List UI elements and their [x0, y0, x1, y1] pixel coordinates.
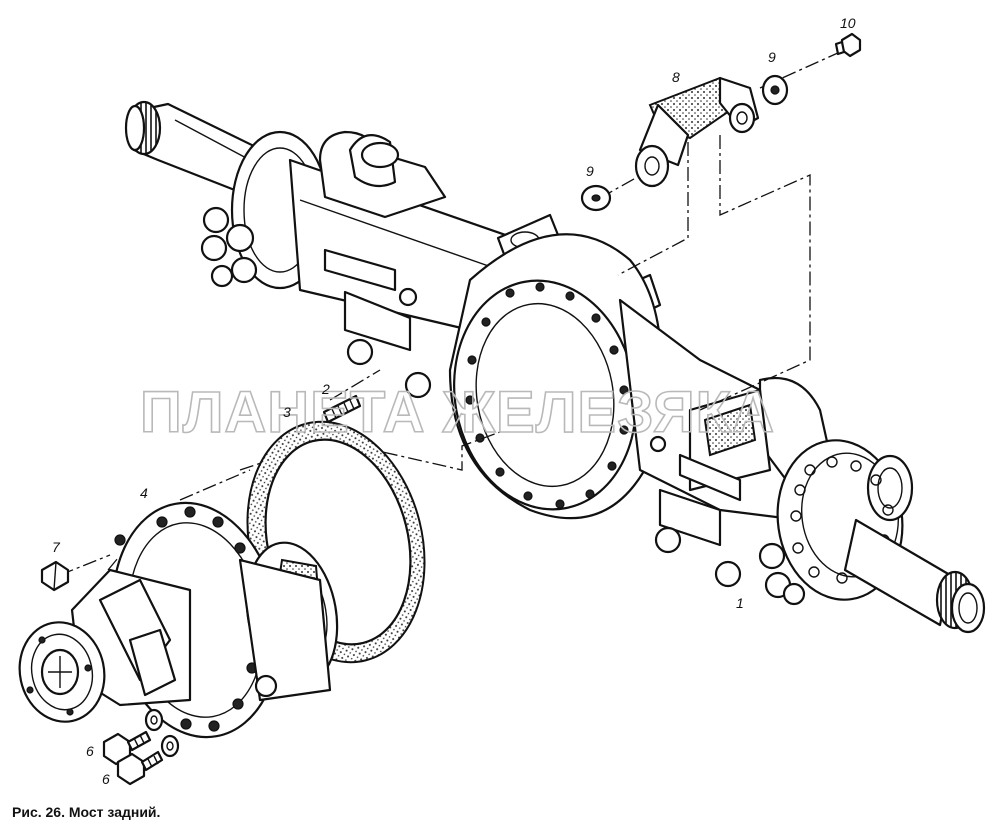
stud	[322, 394, 362, 424]
label-part-8: 8	[672, 69, 680, 85]
label-part-9-left: 9	[586, 163, 594, 179]
housing-banjo	[448, 233, 663, 520]
bolt-upper	[102, 708, 164, 766]
label-part-10: 10	[840, 15, 856, 31]
banjo-bolt-holes	[465, 282, 629, 509]
washer-left	[580, 184, 612, 212]
right-axle-shaft	[843, 518, 986, 634]
part-labels: 1 2 3 4 6 6 7 8 9 9 10	[52, 15, 856, 787]
label-part-1: 1	[736, 595, 744, 611]
left-spring-seat	[318, 130, 447, 292]
final-drive-assembly	[18, 501, 339, 739]
companion-flange	[18, 621, 106, 723]
bracket-bolt	[834, 32, 862, 58]
label-part-6-upper: 6	[86, 743, 94, 759]
label-part-6-lower: 6	[102, 771, 110, 787]
spring-bracket	[634, 76, 760, 188]
label-part-4: 4	[140, 485, 148, 501]
label-part-2: 2	[321, 381, 330, 397]
nut	[40, 560, 70, 592]
washer-right	[761, 74, 789, 106]
label-part-9-right: 9	[768, 49, 776, 65]
axle-housing	[124, 100, 986, 634]
label-part-7: 7	[52, 539, 61, 555]
left-axle-shaft	[124, 100, 264, 198]
figure-caption: Рис. 26. Мост задний.	[12, 804, 161, 820]
watermark: ПЛАНЕТА ЖЕЛЕЗЯКА	[140, 380, 775, 445]
label-part-3: 3	[283, 404, 291, 420]
assembly-center-lines	[59, 51, 841, 576]
bolt-lower	[116, 734, 180, 786]
